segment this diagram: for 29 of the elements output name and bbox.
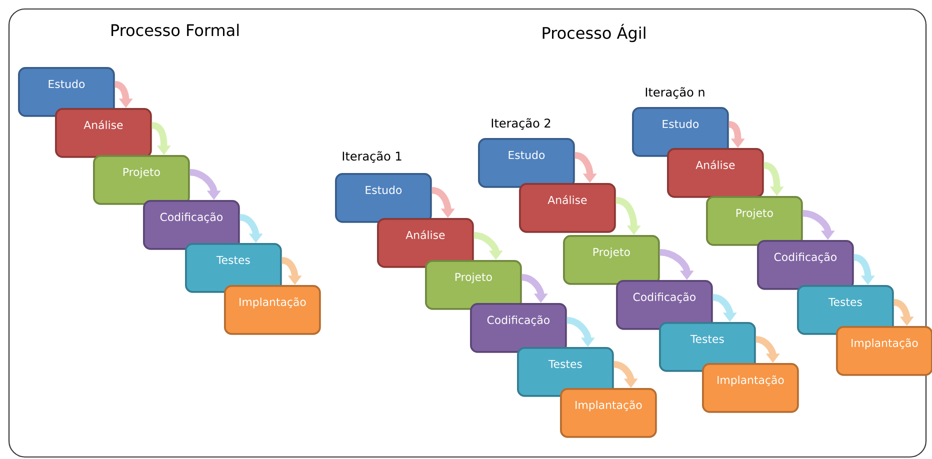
step-box: Testes (659, 322, 756, 372)
step-box: Codificação (616, 280, 713, 330)
heading: Processo Ágil (542, 24, 646, 42)
step-box: Análise (667, 148, 764, 198)
step-box: Projeto (93, 155, 190, 205)
step-box: Implantação (224, 285, 321, 335)
step-box: Implantação (702, 363, 799, 413)
step-box: Projeto (706, 196, 803, 246)
step-box: Implantação (560, 388, 657, 438)
step-box: Estudo (478, 138, 575, 188)
step-box: Estudo (632, 107, 729, 157)
step-box: Testes (517, 346, 614, 397)
step-box: Codificação (470, 303, 567, 353)
step-box: Testes (797, 285, 894, 335)
step-box: Estudo (335, 173, 432, 223)
iteration-heading: Iteração 2 (492, 118, 550, 130)
step-box: Codificação (757, 240, 854, 290)
heading: Processo Formal (112, 24, 239, 36)
step-box: Testes (185, 243, 282, 293)
step-box: Projeto (563, 235, 660, 285)
step-box: Projeto (425, 260, 522, 310)
step-box: Análise (55, 108, 152, 158)
step-box: Análise (377, 218, 474, 268)
iteration-heading: Iteração 1 (342, 151, 402, 163)
step-box: Codificação (143, 200, 240, 250)
step-box: Análise (519, 183, 616, 233)
step-box: Estudo (18, 67, 115, 117)
step-box: Implantação (836, 326, 932, 376)
iteration-heading: Iteração n (646, 87, 704, 99)
